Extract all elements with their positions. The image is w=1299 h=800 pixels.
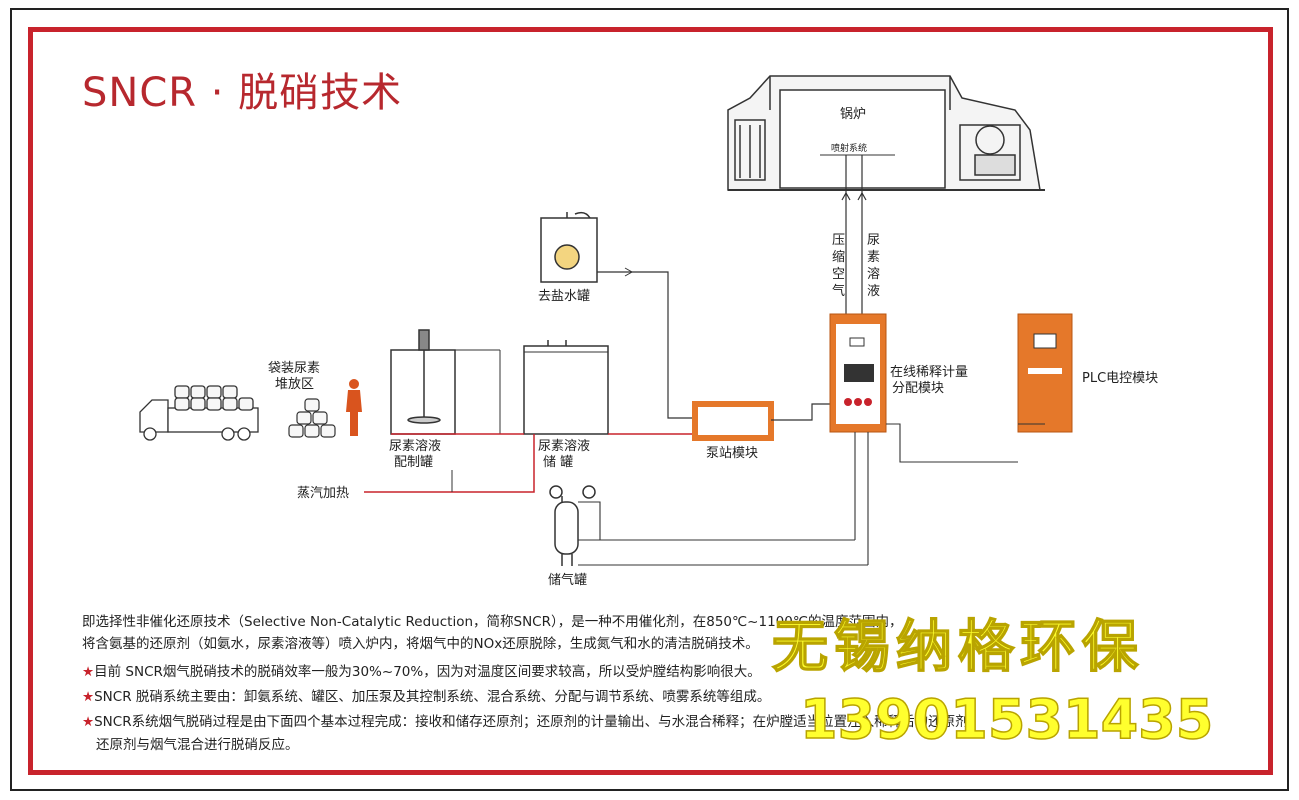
pump-to-dilution-pipe (771, 403, 830, 421)
urea-mix-tank (390, 329, 501, 435)
gas-storage-tank (549, 485, 596, 566)
page-title: SNCR · 脱硝技术 (82, 70, 403, 116)
star-icon: ★ (82, 664, 95, 680)
worker-figure (346, 379, 362, 436)
urea-solution-2: 素 (867, 250, 880, 265)
compressed-air-3: 空 (832, 267, 845, 282)
urea-solution-4: 液 (867, 284, 880, 299)
mix-tank-label-2: 配制罐 (394, 455, 433, 470)
description-line-2: 将含氨基的还原剂（如氨水，尿素溶液等）喷入炉内，将烟气中的NOx还原脱除，生成氮… (82, 636, 759, 652)
star-icon: ★ (82, 714, 95, 730)
desalt-pipe (597, 271, 695, 419)
bullet-item: ★目前 SNCR烟气脱硝技术的脱硝效率一般为30%~70%，因为对温度区间要求较… (82, 664, 761, 680)
bagged-urea-label-2: 堆放区 (275, 377, 314, 392)
boiler-label: 锅炉 (840, 106, 866, 122)
steam-heating-label: 蒸汽加热 (297, 486, 349, 501)
urea-bag-stack (288, 398, 336, 438)
boiler-illustration (727, 75, 1045, 191)
compressed-air-2: 缩 (832, 249, 845, 265)
urea-solution-3: 溶 (867, 267, 880, 282)
compressed-air-4: 气 (832, 283, 845, 299)
description-line-1: 即选择性非催化还原技术（Selective Non-Catalytic Redu… (82, 614, 903, 630)
urea-solution-1: 尿 (867, 233, 880, 248)
dilution-distribution-module (829, 313, 887, 433)
description-last-line: 还原剂与烟气混合进行脱硝反应。 (96, 737, 299, 753)
pump-station-module (692, 401, 774, 441)
inner-red-frame (28, 27, 1273, 775)
urea-storage-tank (523, 340, 609, 435)
pump-station-label: 泵站模块 (706, 446, 758, 461)
star-icon: ★ (82, 689, 95, 705)
watermark-phone: 13901531435 (799, 687, 1214, 752)
dilution-module-label-1: 在线稀释计量 (890, 365, 968, 380)
plc-control-module (1017, 313, 1073, 433)
mix-tank-label-1: 尿素溶液 (389, 439, 441, 454)
spray-system-label: 喷射系统 (831, 142, 867, 154)
desalt-tank-label: 去盐水罐 (538, 289, 590, 304)
watermark-company: 无锡纳格环保 (771, 614, 1144, 681)
boiler-feed-pipes (841, 155, 867, 314)
steam-heating-line (364, 434, 535, 493)
storage-tank-label-1: 尿素溶液 (538, 439, 590, 454)
storage-tank-label-2: 储 罐 (543, 455, 573, 470)
desalt-water-tank (540, 211, 598, 283)
bullet-item: ★SNCR 脱硝系统主要由：卸氨系统、罐区、加压泵及其控制系统、混合系统、分配与… (82, 689, 771, 705)
gas-tank-label: 储气罐 (548, 572, 587, 588)
bagged-urea-label-1: 袋装尿素 (268, 361, 320, 376)
truck-illustration (139, 385, 259, 441)
bullet-item: ★SNCR系统烟气脱硝过程是由下面四个基本过程完成：接收和储存还原剂；还原剂的计… (82, 714, 983, 730)
plc-module-label: PLC电控模块 (1082, 371, 1158, 386)
control-and-air-lines (578, 423, 1045, 566)
dilution-module-label-2: 分配模块 (892, 381, 944, 396)
compressed-air-1: 压 (832, 233, 845, 248)
